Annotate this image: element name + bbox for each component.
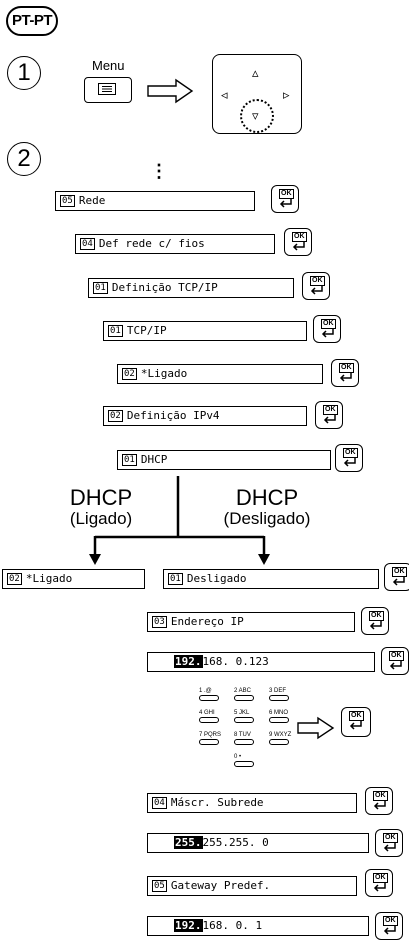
enter-icon xyxy=(392,577,405,586)
ok-button[interactable]: OK xyxy=(365,787,393,815)
right-arrow-icon xyxy=(147,78,194,104)
enter-icon xyxy=(339,373,352,382)
enter-icon xyxy=(321,329,334,338)
result-dhcp-on: 02*Ligado xyxy=(2,569,145,589)
ellipsis-icon: ⋮ xyxy=(150,161,168,181)
branch-label-dhcp-on: DHCP(Ligado) xyxy=(69,485,133,529)
enter-icon xyxy=(383,843,396,852)
menu-button[interactable] xyxy=(84,77,132,103)
ok-button[interactable]: OK xyxy=(302,272,330,300)
keypad-key-9[interactable]: 9 WXYZ xyxy=(269,732,291,745)
up-arrow-icon[interactable]: ▵ xyxy=(252,65,259,80)
ok-button[interactable]: OK xyxy=(284,228,312,256)
branch-lines xyxy=(89,476,270,565)
down-key-highlight xyxy=(240,99,274,133)
branch-label-dhcp-off: DHCP(Desligado) xyxy=(223,485,311,529)
ok-button[interactable]: OK xyxy=(381,647,409,675)
right-arrow-icon[interactable]: ▹ xyxy=(283,87,290,102)
enter-icon xyxy=(323,415,336,424)
enter-icon xyxy=(383,926,396,935)
step-1-circle: 1 xyxy=(7,56,41,90)
enter-icon xyxy=(279,199,292,208)
keypad-key-4[interactable]: 4 GHI xyxy=(199,710,219,723)
ok-button[interactable]: OK xyxy=(313,315,341,343)
ok-button[interactable]: OK xyxy=(361,607,389,635)
enter-icon xyxy=(343,458,356,467)
left-arrow-icon[interactable]: ◃ xyxy=(221,87,228,102)
keypad-key-8[interactable]: 8 TUV xyxy=(234,732,254,745)
ok-button[interactable]: OK xyxy=(271,185,299,213)
enter-icon xyxy=(389,661,402,670)
keypad-key-2[interactable]: 2 ABC xyxy=(234,688,254,701)
subnet-mask-field[interactable]: 255.255.255. 0 xyxy=(147,833,369,853)
language-badge: PT-PT xyxy=(6,6,58,36)
keypad-key-5[interactable]: 5 JKL xyxy=(234,710,254,723)
keypad-key-7[interactable]: 7 PQRS xyxy=(199,732,221,745)
enter-icon xyxy=(349,721,362,730)
ok-button[interactable]: OK xyxy=(341,707,371,737)
step-2-circle: 2 xyxy=(7,142,41,176)
ok-button[interactable]: OK xyxy=(315,401,343,429)
menu-label: Menu xyxy=(92,58,125,73)
numeric-keypad: 1 .@ 2 ABC 3 DEF 4 GHI 5 JKL 6 MNO 7 PQR… xyxy=(199,688,291,778)
right-arrow-icon xyxy=(297,716,335,740)
menu-icon xyxy=(98,83,116,95)
ok-button[interactable]: OK xyxy=(375,829,403,857)
ok-button[interactable]: OK xyxy=(335,444,363,472)
keypad-key-1[interactable]: 1 .@ xyxy=(199,688,219,701)
keypad-key-6[interactable]: 6 MNO xyxy=(269,710,289,723)
down-arrow-icon[interactable]: ▿ xyxy=(252,108,259,123)
enter-icon xyxy=(373,801,386,810)
ok-button[interactable]: OK xyxy=(365,869,393,897)
ip-address-field[interactable]: 192.168. 0.123 xyxy=(147,652,375,672)
keypad-key-3[interactable]: 3 DEF xyxy=(269,688,289,701)
enter-icon xyxy=(369,621,382,630)
enter-icon xyxy=(373,883,386,892)
menu-row-ligado: 02*Ligado xyxy=(117,364,323,384)
keypad-key-0[interactable]: 0 • xyxy=(234,754,254,767)
ok-button[interactable]: OK xyxy=(384,563,409,591)
enter-icon xyxy=(292,242,305,251)
ok-button[interactable]: OK xyxy=(331,359,359,387)
enter-icon xyxy=(310,286,323,295)
ok-button[interactable]: OK xyxy=(375,912,403,940)
gateway-field[interactable]: 192.168. 0. 1 xyxy=(147,916,369,936)
navigation-pad[interactable]: ▵ ◃ ▹ ▿ xyxy=(212,54,302,134)
